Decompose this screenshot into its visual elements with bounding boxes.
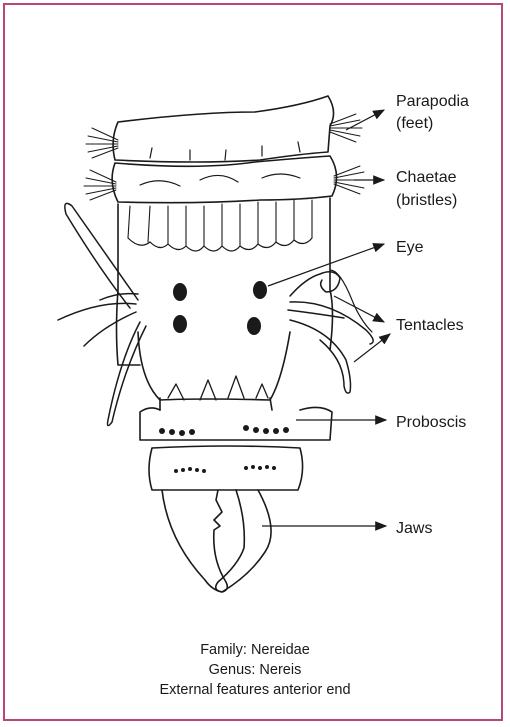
eye-spot — [173, 283, 187, 301]
jaw-right — [216, 490, 271, 592]
caption-description: External features anterior end — [0, 680, 510, 700]
jaw-left — [162, 490, 227, 592]
paragnath-dots-lower — [174, 465, 276, 473]
label-jaws: Jaws — [396, 520, 432, 537]
label-chaetae-note: (bristles) — [396, 192, 457, 209]
tentacles-left — [58, 203, 146, 425]
segment-two — [112, 156, 336, 203]
eye-spot — [247, 317, 261, 335]
eye-spot — [253, 281, 267, 299]
label-tentacles: Tentacles — [396, 317, 464, 334]
label-parapodia-note: (feet) — [396, 115, 433, 132]
label-eye: Eye — [396, 239, 424, 256]
labels: Parapodia (feet) Chaetae (bristles) Eye … — [396, 93, 469, 537]
proboscis — [138, 332, 290, 400]
label-parapodia: Parapodia — [396, 93, 469, 110]
proboscis-ring — [149, 446, 303, 490]
paragnath-dots-upper — [159, 425, 289, 436]
caption-family: Family: Nereidae — [0, 640, 510, 660]
eye-spot — [173, 315, 187, 333]
leader-lines — [262, 110, 390, 526]
label-chaetae: Chaetae — [396, 169, 457, 186]
worm-drawing — [58, 96, 373, 592]
parapodia-bristles-right — [330, 114, 366, 194]
caption-genus: Genus: Nereis — [0, 660, 510, 680]
label-proboscis: Proboscis — [396, 414, 466, 431]
